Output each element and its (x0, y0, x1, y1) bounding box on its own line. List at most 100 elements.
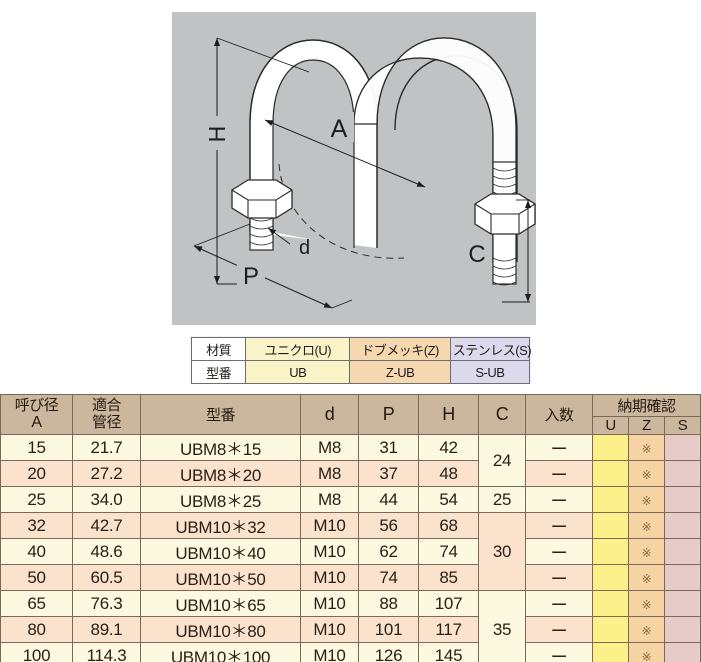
cell-delivery-u (592, 460, 629, 487)
asterisk-mark-icon: ※ (641, 519, 652, 534)
header-row-primary: 呼び径 A 適合 管径 型番 d P H C 入数 納期確認 (0, 394, 701, 435)
cell-p: 37 (358, 460, 419, 487)
cell-delivery-z: ※ (628, 590, 665, 617)
cell-delivery-u (592, 538, 629, 565)
material-unichrome: ユニクロ(U) (245, 337, 351, 361)
cell-nominal-diameter: 100 (0, 642, 73, 662)
front-thread-and-nut (231, 179, 293, 251)
cell-h: 107 (418, 590, 479, 617)
material-row-label: 材質 (190, 337, 247, 361)
cell-model-number: UBM10＊40 (140, 538, 301, 565)
cell-d: M10 (300, 590, 359, 617)
cell-delivery-s (664, 564, 701, 591)
asterisk-mark-icon: ※ (641, 441, 652, 456)
cell-quantity: ー (525, 434, 593, 461)
cell-nominal-diameter: 40 (0, 538, 73, 565)
cell-h: 68 (418, 512, 479, 539)
asterisk-mark-icon: ※ (641, 649, 652, 662)
asterisk-mark-icon: ※ (641, 597, 652, 612)
header-quantity: 入数 (525, 394, 593, 435)
cell-model-number: UBM10＊80 (140, 616, 301, 643)
spec-table-head: 呼び径 A 適合 管径 型番 d P H C 入数 納期確認 U (0, 394, 701, 435)
cell-delivery-u (592, 512, 629, 539)
u-bolt-body (249, 37, 518, 263)
cell-d: M8 (300, 460, 359, 487)
asterisk-mark-icon: ※ (641, 545, 652, 560)
cell-pipe-od: 34.0 (72, 486, 141, 513)
material-hot-dip: ドブメッキ(Z) (349, 337, 451, 361)
header-pipe-od-line1: 適合 (91, 397, 122, 415)
cell-delivery-s (664, 486, 701, 513)
material-table: 材質 ユニクロ(U) ドブメッキ(Z) ステンレス(S) 型番 UB Z-UB … (190, 337, 532, 384)
cell-delivery-s (664, 642, 701, 662)
cell-pipe-od: 114.3 (72, 642, 141, 662)
asterisk-mark-icon: ※ (641, 623, 652, 638)
dimension-h: H (204, 37, 310, 285)
cell-p: 126 (358, 642, 419, 662)
cell-h: 54 (418, 486, 479, 513)
cell-quantity: ー (525, 486, 593, 513)
dimension-label-h: H (204, 126, 230, 143)
cell-nominal-diameter: 65 (0, 590, 73, 617)
cell-h: 48 (418, 460, 479, 487)
cell-delivery-s (664, 538, 701, 565)
cell-model-number: UBM8＊20 (140, 460, 301, 487)
technical-drawing-panel: H A d P (172, 12, 536, 325)
cell-model-number: UBM10＊100 (140, 642, 301, 662)
cell-p: 56 (358, 512, 419, 539)
cell-p: 74 (358, 564, 419, 591)
cell-quantity: ー (525, 512, 593, 539)
table-row: 材質 ユニクロ(U) ドブメッキ(Z) ステンレス(S) (190, 337, 532, 361)
cell-delivery-z: ※ (628, 434, 665, 461)
cell-nominal-diameter: 15 (0, 434, 73, 461)
asterisk-mark-icon: ※ (641, 493, 652, 508)
cell-quantity: ー (525, 460, 593, 487)
cell-d: M8 (300, 486, 359, 513)
model-prefix-stainless: S-UB (449, 360, 531, 384)
cell-c: 35 (478, 590, 526, 662)
cell-p: 31 (358, 434, 419, 461)
cell-model-number: UBM10＊50 (140, 564, 301, 591)
header-nominal-diameter: 呼び径 A (0, 394, 73, 435)
cell-c: 24 (478, 434, 526, 487)
model-row-label: 型番 (190, 360, 247, 384)
cell-delivery-u (592, 434, 629, 461)
cell-delivery-z: ※ (628, 564, 665, 591)
cell-d: M10 (300, 616, 359, 643)
header-h: H (418, 394, 479, 435)
cell-pipe-od: 42.7 (72, 512, 141, 539)
cell-pipe-od: 21.7 (72, 434, 141, 461)
material-stainless: ステンレス(S) (449, 337, 532, 361)
header-delivery-u: U (592, 416, 629, 435)
asterisk-mark-icon: ※ (641, 467, 652, 482)
cell-h: 42 (418, 434, 479, 461)
cell-quantity: ー (525, 564, 593, 591)
cell-nominal-diameter: 20 (0, 460, 73, 487)
cell-delivery-z: ※ (628, 486, 665, 513)
dimension-a: A (264, 112, 426, 188)
spec-table: 呼び径 A 適合 管径 型番 d P H C 入数 納期確認 U (0, 394, 701, 662)
dimension-label-d: d (299, 237, 310, 259)
header-nominal-diameter-unit: A (31, 413, 42, 431)
cell-p: 101 (358, 616, 419, 643)
cell-c: 25 (478, 486, 526, 513)
cell-delivery-z: ※ (628, 460, 665, 487)
cell-h: 117 (418, 616, 479, 643)
cell-delivery-z: ※ (628, 512, 665, 539)
cell-h: 85 (418, 564, 479, 591)
cell-delivery-s (664, 460, 701, 487)
cell-delivery-z: ※ (628, 538, 665, 565)
header-row-secondary: U Z S (1, 416, 701, 435)
header-pipe-od-line2: 管径 (91, 413, 122, 431)
rear-thread-and-nut (474, 161, 536, 286)
cell-c: 30 (478, 512, 526, 591)
cell-h: 74 (418, 538, 479, 565)
cell-model-number: UBM10＊32 (140, 512, 301, 539)
header-p: P (358, 394, 419, 435)
cell-d: M8 (300, 434, 359, 461)
cell-delivery-u (592, 486, 629, 513)
